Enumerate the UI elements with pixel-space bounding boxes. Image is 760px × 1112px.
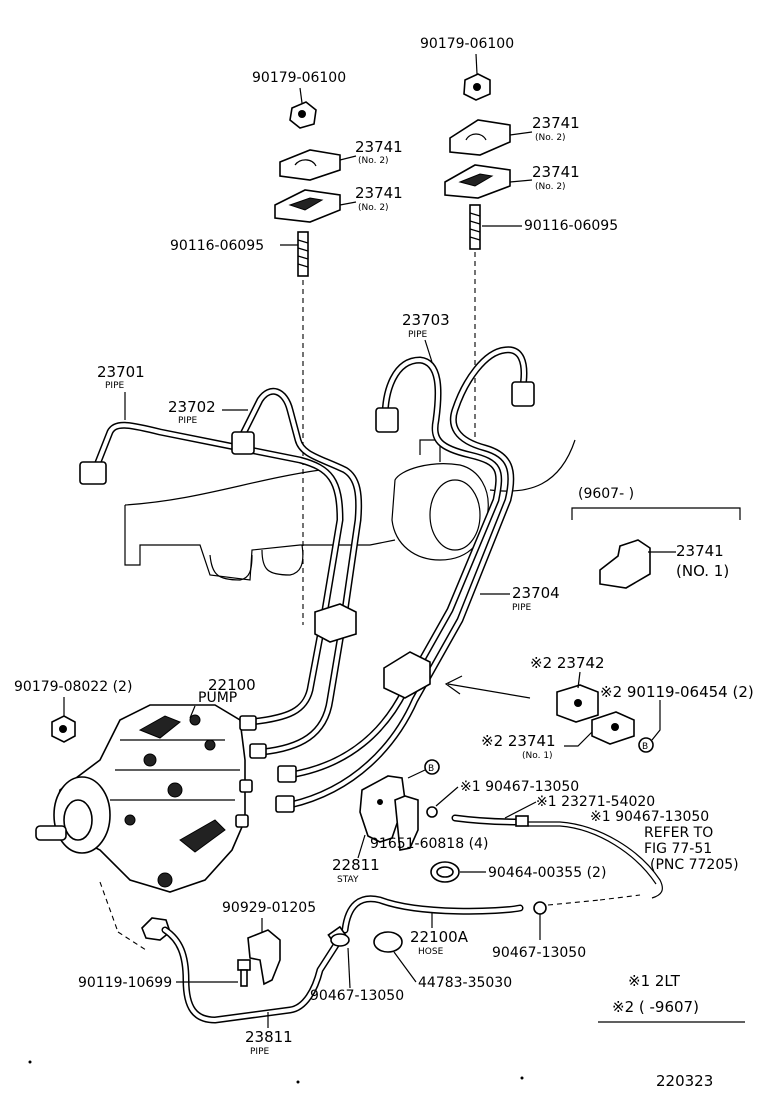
label-clip-90467-b: ※1 90467-13050 (590, 809, 709, 825)
callout-b-stay: B (428, 764, 434, 774)
label-clamp-right-upper: 23741 (532, 114, 580, 132)
label-stud-left: 90116-06095 (170, 238, 264, 254)
label-clip-90467-c: 90467-13050 (492, 945, 586, 961)
bracket-90929: 90929-01205 (222, 900, 316, 986)
label-clamp-left-lower: 23741 (355, 184, 403, 202)
name-stay: STAY (337, 875, 359, 885)
label-clamp-left-upper: 23741 (355, 138, 403, 156)
label-clamp-44783: 44783-35030 (418, 975, 512, 991)
label-pipe-23704: 23704 (512, 584, 560, 602)
speck (296, 1080, 300, 1084)
fuel-hose-assembly: ※1 90467-13050 ※1 23271-54020 ※1 90467-1… (426, 779, 739, 906)
label-clip-90467-d: 90467-13050 (310, 988, 404, 1004)
speck (520, 1076, 524, 1080)
injection-pump: 22100 PUMP (35, 676, 297, 893)
bolt-90119-10699: 90119-10699 (78, 959, 251, 991)
label-bracket-90929: 90929-01205 (222, 900, 316, 916)
variant-panel: (9607- ) 23741 (NO. 1) (571, 486, 741, 589)
name-pipe-23704: PIPE (512, 603, 532, 613)
figure-number: 220323 (656, 1072, 713, 1090)
clip-90467-d: 90467-13050 (310, 933, 404, 1004)
note-clamp-23741-no1: (No. 1) (522, 751, 553, 761)
clamp-23742-group: B ※2 23742 ※2 90119-06454 (2) ※2 23741 (… (481, 654, 754, 761)
label-clamp-no1: 23741 (676, 542, 724, 560)
label-pipe-23811: 23811 (245, 1028, 293, 1046)
label-pipe-23701: 23701 (97, 363, 145, 381)
clamp-90464: 90464-00355 (2) (430, 861, 606, 883)
note-clamp-left-lower: (No. 2) (358, 203, 389, 213)
note-clamp-right-upper: (No. 2) (535, 133, 566, 143)
label-pipe-23702: 23702 (168, 398, 216, 416)
legend: ※1 2LT ※2 ( -9607) (598, 972, 745, 1023)
label-clamp-23741-no1: ※2 23741 (481, 732, 556, 750)
refer-line-2: FIG 77-51 (644, 841, 712, 857)
stay-22811: B 91651-60818 (4) 22811 STAY (332, 759, 488, 885)
label-date-range: (9607- ) (578, 486, 634, 502)
speck (28, 1060, 32, 1064)
clamp-left-lower: 23741 (No. 2) (274, 184, 403, 223)
hose-22100a: 22100A HOSE 90467-13050 44783-35030 (341, 895, 586, 991)
label-union-23271: ※1 23271-54020 (536, 794, 655, 810)
name-hose: HOSE (418, 947, 444, 957)
label-clamp-right-lower: 23741 (532, 163, 580, 181)
name-pipe-23811: PIPE (250, 1047, 270, 1057)
label-nut-90179-08022: 90179-08022 (2) (14, 679, 132, 695)
note-clamp-no1: (NO. 1) (676, 562, 729, 580)
label-stay: 22811 (332, 856, 380, 874)
injection-pipes: 23703 PIPE 23701 PIPE 23702 PIPE 23704 P… (79, 311, 560, 809)
note-clamp-right-lower: (No. 2) (535, 182, 566, 192)
label-clamp-90464: 90464-00355 (2) (488, 865, 606, 881)
label-nut-top-right: 90179-06100 (420, 36, 514, 52)
label-bolt-91651: 91651-60818 (4) (370, 836, 488, 852)
label-pump: 22100 (208, 676, 256, 694)
callout-b-right: B (642, 742, 648, 752)
clamp-left-upper: 23741 (No. 2) (279, 138, 403, 181)
note-clamp-left-upper: (No. 2) (358, 156, 389, 166)
nut-top-right: 90179-06100 (420, 36, 514, 101)
label-clip-90467-a: ※1 90467-13050 (460, 779, 579, 795)
legend-2: ※2 ( -9607) (612, 998, 699, 1016)
name-pipe-23702: PIPE (178, 416, 198, 426)
legend-1: ※1 2LT (628, 972, 681, 990)
stud-right: 90116-06095 (469, 204, 618, 440)
label-nut-top-left: 90179-06100 (252, 70, 346, 86)
label-stud-right: 90116-06095 (524, 218, 618, 234)
refer-line-1: REFER TO (644, 825, 713, 841)
name-pipe-23701: PIPE (105, 381, 125, 391)
refer-line-3: (PNC 77205) (650, 857, 739, 873)
label-hose: 22100A (410, 928, 469, 946)
direction-arrow (444, 675, 531, 699)
name-pump: PUMP (198, 690, 237, 706)
clamp-right-upper: 23741 (No. 2) (449, 114, 580, 156)
name-pipe-23703: PIPE (408, 330, 428, 340)
stud-left: 90116-06095 (170, 231, 309, 625)
label-bolt-90119: 90119-10699 (78, 975, 172, 991)
label-pipe-23703: 23703 (402, 311, 450, 329)
pipe-23811: 23811 PIPE (99, 881, 347, 1057)
label-bolt-90119-06454: ※2 90119-06454 (2) (600, 683, 754, 701)
nut-top-left: 90179-06100 (252, 70, 346, 129)
nut-90179-08022: 90179-08022 (2) (14, 679, 132, 743)
clamp-right-lower: 23741 (No. 2) (444, 163, 580, 199)
label-clamp-23742: ※2 23742 (530, 654, 605, 672)
